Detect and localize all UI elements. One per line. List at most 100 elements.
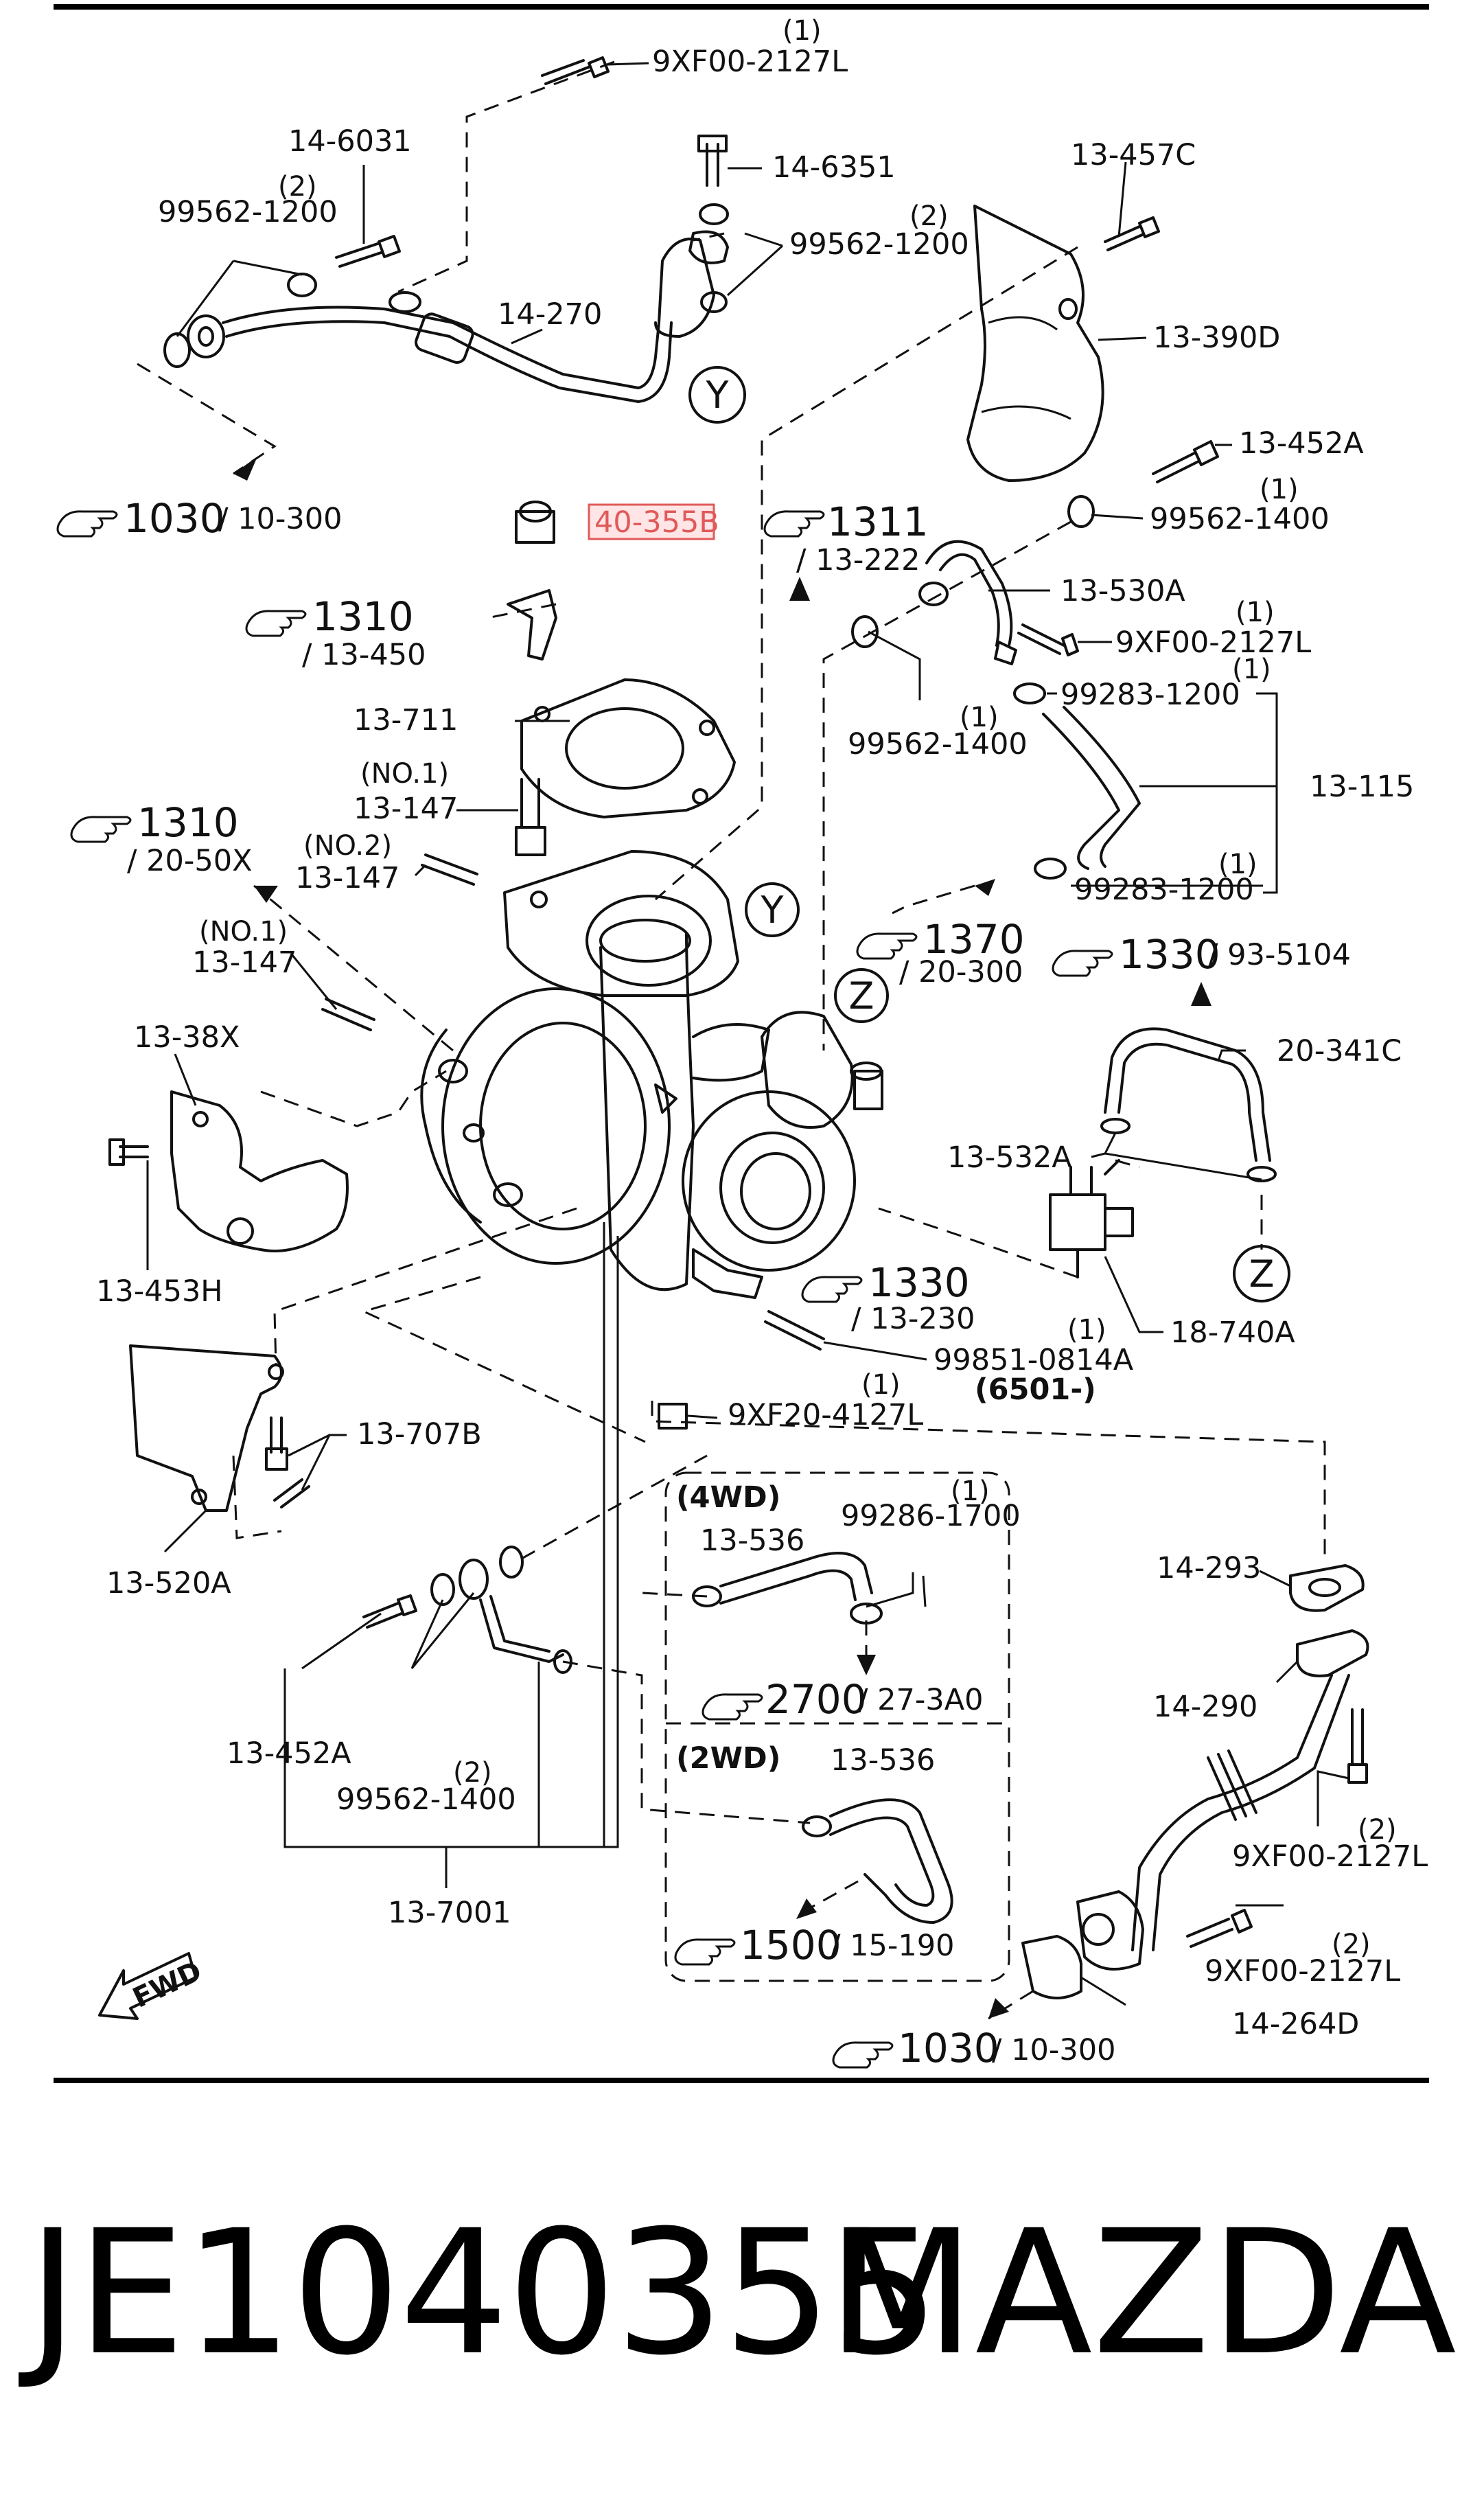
bubble-label: Z (849, 974, 874, 1018)
ref-sub: / 13-230 (851, 1302, 975, 1336)
callout-part: 13-536 (831, 1743, 935, 1778)
footer-brand: MAZDA (826, 2193, 1457, 2393)
callout-part: 99286-1700 (841, 1499, 1021, 1533)
fwd-direction-arrow: FWD (98, 1952, 207, 2020)
ref-main: 1500 (740, 1922, 842, 1969)
ref-sub: / 20-50X (127, 844, 253, 878)
callout-labels: (1) 9XF00-2127L 14-6031 (2) 99562-1200 1… (96, 15, 1428, 2041)
ref-1370[interactable]: 1370 / 20-300 (856, 916, 1025, 989)
callout-part: 13-390D (1153, 321, 1280, 355)
callout-part: 99562-1400 (336, 1782, 516, 1817)
exhaust-pipe-group (1021, 1564, 1369, 1999)
callout-part: 13-7001 (388, 1896, 511, 1930)
ref-sub: / 93-5104 (1208, 938, 1351, 972)
callout-qty: (1) (1218, 849, 1257, 880)
highlighted-part-box[interactable] (588, 503, 715, 540)
callout-part: 99851-0814A (934, 1343, 1134, 1377)
ref-sub: / 27-3A0 (858, 1683, 984, 1717)
ref-main: 1310 (312, 593, 414, 640)
callout-part: 14-264D (1232, 2007, 1359, 2041)
ref-main: 1310 (137, 799, 239, 846)
ref-sub: / 10-300 (992, 2033, 1115, 2067)
callout-part: 9XF00-2127L (1205, 1954, 1400, 1988)
four-wd-variant-box (664, 1471, 1010, 1982)
ref-1310-lower[interactable]: 1310 / 20-50X (70, 799, 253, 878)
callout-part: 99562-1400 (848, 727, 1028, 761)
pointing-hand-icon (674, 1938, 736, 1966)
callout-qty: (2) (453, 1757, 492, 1789)
callout-part: 14-290 (1153, 1690, 1257, 1724)
pointing-hand-icon (56, 510, 118, 538)
exhaust-gasket-13-711 (507, 501, 736, 818)
callout-part: 9XF00-2127L (1232, 1839, 1428, 1874)
callout-qty: (2) (1332, 1929, 1371, 1960)
highlighted-part-number[interactable]: 40-355B (594, 505, 719, 540)
pointing-hand-icon (832, 2041, 894, 2069)
pointing-hand-icon (1052, 950, 1113, 977)
pointing-hand-icon (763, 510, 825, 538)
callout-qty: (1) (782, 15, 822, 47)
callout-part: 9XF00-2127L (1115, 626, 1311, 660)
callout-qty: (1) (1067, 1314, 1106, 1346)
callout-part: 14-6031 (288, 124, 412, 159)
callout-qty: (1) (951, 1476, 990, 1507)
ref-sub: / 20-300 (899, 955, 1023, 989)
ref-main: 1330 (868, 1259, 970, 1306)
callout-part: 13-115 (1310, 770, 1414, 804)
callout-part: 14-293 (1157, 1551, 1261, 1585)
callout-part: 13-452A (1239, 426, 1364, 461)
lower-heat-shield-13-38X (108, 1090, 349, 1252)
oil-return-group (362, 1546, 572, 1674)
callout-part: 14-6351 (772, 150, 896, 185)
arrowheads (233, 457, 1211, 2019)
leader-lines (137, 60, 1349, 2020)
callout-part: 20-341C (1277, 1034, 1402, 1068)
callout-part: 13-457C (1071, 138, 1196, 172)
callout-part: 13-711 (353, 703, 458, 737)
callout-part: 13-530A (1060, 574, 1185, 608)
bubble-label: Y (706, 374, 730, 417)
callout-part: 13-147 (353, 792, 458, 826)
callout-qty: (1) (1236, 597, 1275, 628)
heat-shield-upper (966, 205, 1160, 482)
ref-2700[interactable]: 2700 / 27-3A0 (702, 1676, 984, 1723)
ref-main: 1370 (923, 916, 1025, 963)
pointing-hand-icon (70, 816, 132, 843)
hose-4wd-13-536 (692, 1552, 883, 1625)
callout-part: 99562-1200 (158, 195, 338, 229)
callout-qty: (2) (1358, 1814, 1397, 1846)
callout-part: 13-453H (96, 1274, 223, 1309)
callout-part: 99283-1200 (1060, 678, 1240, 712)
callout-part: 18-740A (1170, 1316, 1295, 1350)
turbocharger-body (321, 778, 883, 1299)
turbocharger-exploded-diagram: (1) 9XF00-2127L 14-6031 (2) 99562-1200 1… (54, 4, 1429, 2083)
callout-part: 9XF00-2127L (652, 45, 848, 79)
callout-part: 13-532A (947, 1140, 1072, 1175)
ref-1330-lower[interactable]: 1330 / 13-230 (801, 1259, 975, 1336)
callout-qty: (2) (909, 200, 949, 232)
ref-main: 1030 (124, 495, 225, 542)
ref-1030-top[interactable]: 1030 / 10-300 (56, 495, 342, 542)
ref-1310-upper[interactable]: 1310 / 13-450 (245, 593, 426, 672)
variant-label-2wd: (2WD) (676, 1741, 780, 1776)
pointing-hand-icon (245, 610, 307, 637)
ref-1330-top[interactable]: 1330 / 93-5104 (1052, 931, 1351, 978)
footer-part-number: JE1040355 (27, 2193, 940, 2393)
callout-part: 13-147 (192, 945, 297, 980)
bubble-label: Y (761, 888, 785, 932)
callout-part: 99562-1200 (789, 227, 969, 262)
callout-part: 13-452A (227, 1736, 351, 1771)
ref-1500[interactable]: 1500 / 15-190 (674, 1922, 954, 1969)
bubble-label: Z (1249, 1252, 1275, 1296)
callout-qty: (1) (1260, 474, 1299, 505)
ref-main: 2700 (765, 1676, 867, 1723)
callout-qty: (1) (960, 702, 999, 733)
vacuum-group (1049, 1027, 1277, 1278)
callout-part: 9XF20-4127L (728, 1398, 923, 1432)
callout-qty: (NO.1) (199, 916, 288, 948)
hose-2wd-13-536 (802, 1798, 953, 1924)
pointing-hand-icon (702, 1693, 763, 1721)
ref-1311[interactable]: 1311 / 13-222 (763, 498, 929, 577)
ref-1030-bottom[interactable]: 1030 / 10-300 (832, 2025, 1115, 2071)
pointing-hand-icon (856, 932, 918, 960)
